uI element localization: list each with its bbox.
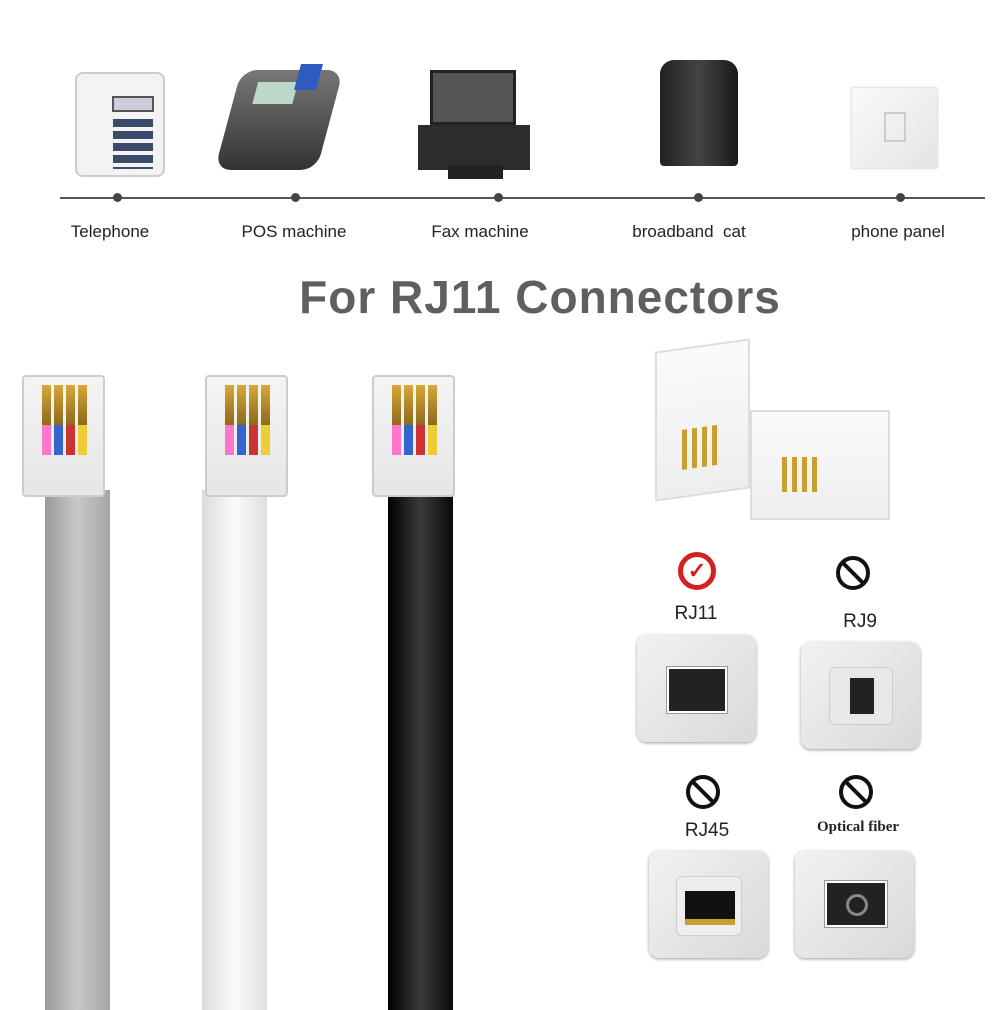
device-label-phone-panel: phone panel: [851, 222, 945, 241]
rj45-label: RJ45: [684, 820, 730, 841]
rj11-label: RJ11: [674, 603, 718, 624]
rj45-socket-panel: [649, 851, 768, 958]
pos-machine-image: [214, 64, 344, 170]
device-label-pos: POS machine: [241, 222, 347, 241]
timeline-line: [60, 197, 985, 199]
optical-fiber-label: Optical fiber: [816, 819, 900, 835]
white-cable: [202, 490, 267, 1010]
rj9-label: RJ9: [843, 611, 877, 632]
timeline-dot: [113, 193, 122, 202]
black-cable: [388, 490, 453, 1010]
optical-socket-panel: [795, 851, 914, 958]
phone-panel-image: [852, 88, 937, 168]
timeline-dot: [291, 193, 300, 202]
timeline-dot: [896, 193, 905, 202]
broadband-cat-image: [660, 60, 738, 166]
rj11-plug: [372, 375, 455, 497]
telephone-image: [75, 72, 165, 177]
fax-machine-image: [418, 70, 530, 180]
device-label-telephone: Telephone: [70, 222, 150, 241]
check-circle-icon: ✓: [678, 552, 716, 590]
prohibited-icon: [686, 775, 720, 809]
device-label-fax: Fax machine: [431, 222, 529, 241]
rj11-plugs-image: [655, 335, 890, 520]
prohibited-icon: [839, 775, 873, 809]
rj11-socket-panel: [637, 635, 756, 742]
rj11-plug: [205, 375, 288, 497]
device-label-broadband: broadband cat: [632, 222, 746, 241]
timeline-dot: [694, 193, 703, 202]
gray-cable: [45, 490, 110, 1010]
page-title: For RJ11 Connectors: [299, 271, 781, 323]
rj11-plug: [22, 375, 105, 497]
rj9-socket-panel: [801, 642, 920, 749]
prohibited-icon: [836, 556, 870, 590]
timeline-dot: [494, 193, 503, 202]
